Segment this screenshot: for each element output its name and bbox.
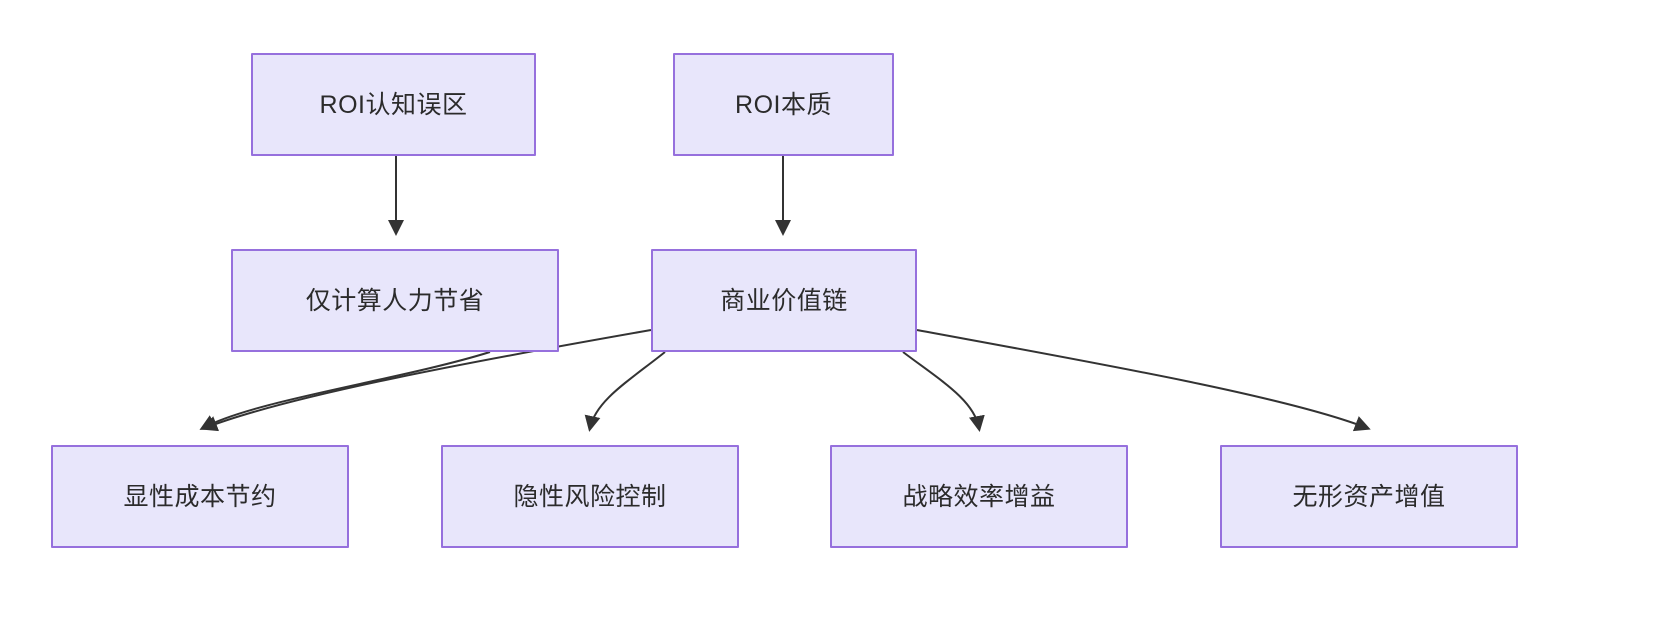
- node-n3[interactable]: 仅计算人力节省: [231, 249, 559, 352]
- edge-n3-to-n5: [199, 351, 491, 430]
- node-label: 显性成本节约: [123, 482, 277, 511]
- node-label: 商业价值链: [720, 286, 848, 315]
- node-label: 无形资产增值: [1292, 482, 1446, 511]
- edge-n4-to-n8: [916, 329, 1371, 432]
- edge-n4-to-n6: [584, 351, 666, 432]
- node-n4[interactable]: 商业价值链: [651, 249, 917, 352]
- node-n8[interactable]: 无形资产增值: [1220, 445, 1518, 548]
- edge-n4-to-n7: [902, 351, 985, 432]
- node-label: 隐性风险控制: [513, 482, 667, 511]
- node-label: 战略效率增益: [902, 482, 1056, 511]
- node-n2[interactable]: ROI本质: [673, 53, 894, 156]
- node-label: ROI认知误区: [319, 90, 468, 119]
- node-n7[interactable]: 战略效率增益: [830, 445, 1128, 548]
- node-label: ROI本质: [735, 90, 832, 119]
- node-n1[interactable]: ROI认知误区: [251, 53, 536, 156]
- node-label: 仅计算人力节省: [305, 286, 485, 315]
- node-n5[interactable]: 显性成本节约: [51, 445, 349, 548]
- node-n6[interactable]: 隐性风险控制: [441, 445, 739, 548]
